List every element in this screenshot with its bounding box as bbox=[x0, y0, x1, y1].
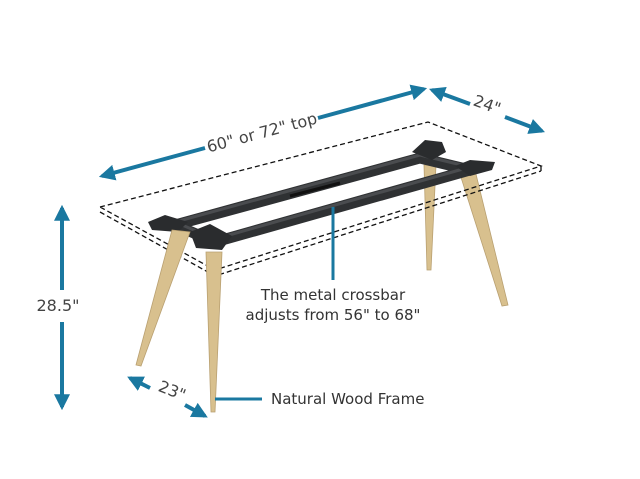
height-dimension-label: 28.5" bbox=[37, 296, 80, 315]
corner-brackets bbox=[148, 140, 495, 250]
front-left-leg bbox=[135, 229, 191, 367]
length-dimension-label: 60" or 72" top bbox=[205, 109, 319, 157]
front-leg bbox=[205, 251, 223, 413]
crossbar-callout-line2: adjusts from 56" to 68" bbox=[246, 306, 421, 324]
back-right-leg bbox=[457, 165, 509, 307]
crossbar-callout-line1: The metal crossbar bbox=[260, 286, 406, 304]
wood-frame-callout: Natural Wood Frame bbox=[271, 390, 424, 408]
width-dimension-label: 24" bbox=[471, 91, 504, 118]
leg-span-dimension-label: 23" bbox=[156, 377, 189, 405]
dimension-arrows bbox=[54, 84, 545, 418]
